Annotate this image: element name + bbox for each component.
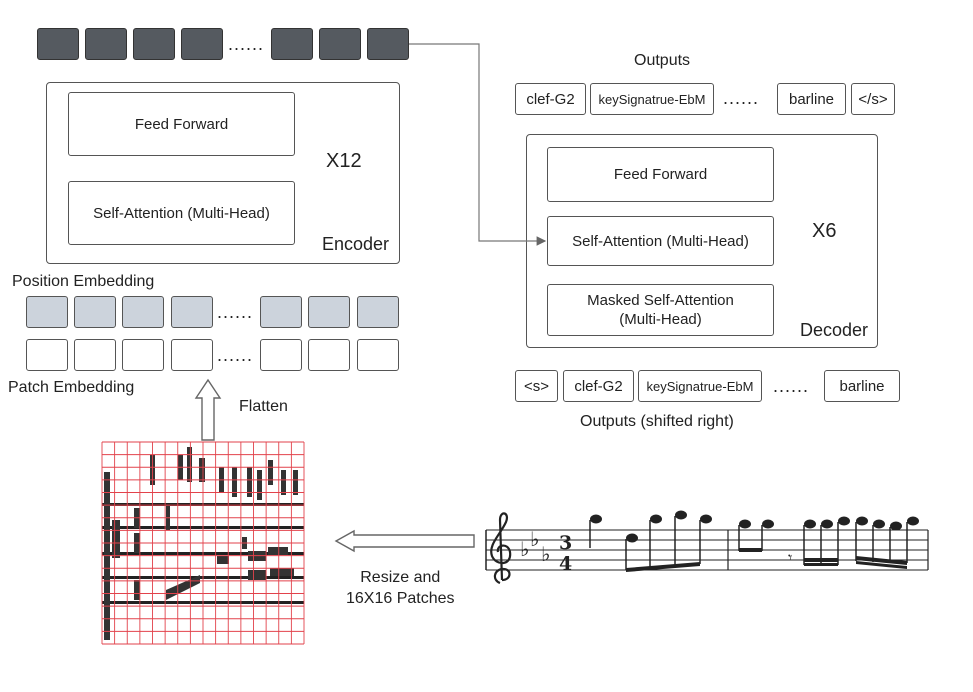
decoder-feed-forward: Feed Forward (547, 147, 774, 202)
flatten-arrow (194, 378, 222, 441)
output-token-clef: clef-G2 (515, 83, 586, 115)
patch-embedding-patch (26, 339, 68, 371)
position-embedding-patch (308, 296, 350, 328)
shifted-token-key-signature: keySignatrue-EbM (638, 370, 762, 402)
resize-arrow (334, 529, 475, 553)
decoder-self-attention: Self-Attention (Multi-Head) (547, 216, 774, 266)
decoder-label: Decoder (800, 320, 869, 340)
encoder-output-patch (367, 28, 409, 60)
position-embedding-patch (171, 296, 213, 328)
encoder-output-patch (133, 28, 175, 60)
svg-text:♭: ♭ (530, 527, 539, 551)
patch-grid (101, 441, 305, 645)
encoder-self-attention: Self-Attention (Multi-Head) (68, 181, 295, 245)
position-embedding-patch (357, 296, 399, 328)
position-embedding-patch (74, 296, 116, 328)
svg-text:3: 3 (559, 532, 572, 554)
patch-embedding-ellipsis: ...... (217, 345, 254, 365)
output-token-key-signature: keySignatrue-EbM (590, 83, 714, 115)
flatten-label: Flatten (239, 398, 288, 415)
resize-label: Resize and 16X16 Patches (346, 569, 455, 607)
svg-text:𝄾: 𝄾 (788, 548, 792, 567)
encoder-output-patch (271, 28, 313, 60)
patch-embedding-patch (308, 339, 350, 371)
encoder-to-decoder-connector (409, 43, 547, 246)
patch-embedding-label: Patch Embedding (8, 379, 135, 396)
position-embedding-patch (260, 296, 302, 328)
outputs-title: Outputs (634, 52, 691, 69)
decoder-masked-self-attention: Masked Self-Attention (Multi-Head) (547, 284, 774, 336)
outputs-shifted-title: Outputs (shifted right) (580, 413, 734, 430)
encoder-label: Encoder (322, 234, 390, 254)
position-embedding-patch (26, 296, 68, 328)
shifted-token-barline: barline (824, 370, 900, 402)
top-sequence-ellipsis: ...... (228, 34, 265, 54)
encoder-repeat-count: X12 (326, 150, 362, 172)
patch-embedding-patch (260, 339, 302, 371)
svg-text:♭: ♭ (520, 537, 529, 561)
encoder-output-patch (319, 28, 361, 60)
patch-embedding-patch (122, 339, 164, 371)
output-token-ellipsis: ...... (723, 88, 760, 108)
output-token-barline: barline (777, 83, 846, 115)
encoder-feed-forward: Feed Forward (68, 92, 295, 156)
encoder-output-patch (37, 28, 79, 60)
patch-embedding-patch (357, 339, 399, 371)
output-token-end: </s> (851, 83, 895, 115)
shifted-token-clef: clef-G2 (563, 370, 634, 402)
sheet-music-excerpt: ♭ ♭ ♭ 3 4 𝄾 (485, 510, 929, 585)
svg-text:♭: ♭ (541, 542, 550, 566)
position-embedding-ellipsis: ...... (217, 302, 254, 322)
svg-text:4: 4 (559, 553, 572, 575)
shifted-token-ellipsis: ...... (773, 376, 810, 396)
patch-embedding-patch (74, 339, 116, 371)
decoder-repeat-count: X6 (812, 220, 837, 242)
position-embedding-patch (122, 296, 164, 328)
position-embedding-label: Position Embedding (12, 273, 155, 290)
patch-embedding-patch (171, 339, 213, 371)
shifted-token-start: <s> (515, 370, 558, 402)
encoder-output-patch (85, 28, 127, 60)
encoder-output-patch (181, 28, 223, 60)
